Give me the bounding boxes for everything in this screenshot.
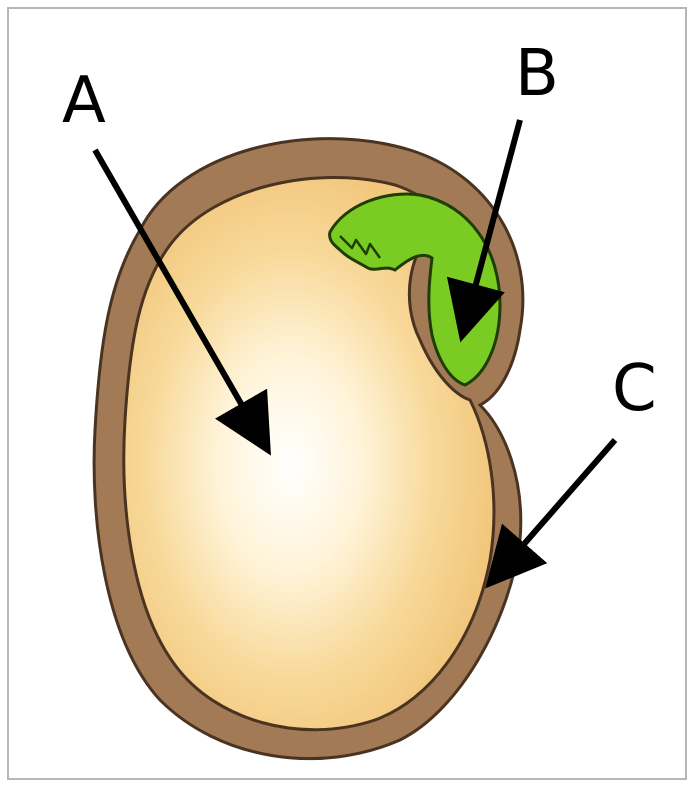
- label-b: B: [515, 37, 559, 111]
- label-c: C: [612, 352, 657, 426]
- label-a: A: [62, 64, 106, 138]
